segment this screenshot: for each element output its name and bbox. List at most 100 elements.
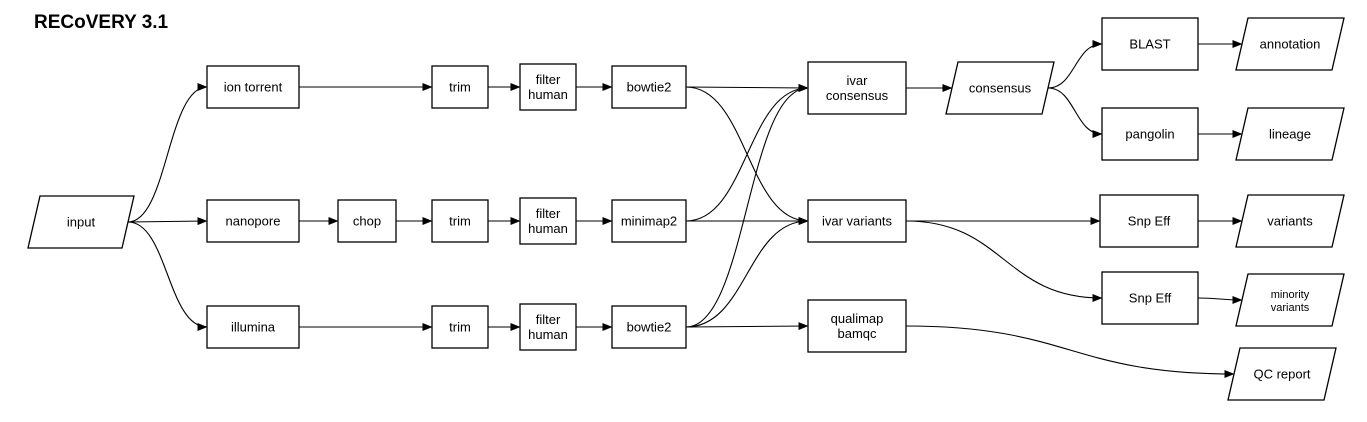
node-qc-report: QC report xyxy=(1227,347,1337,401)
node-label: human xyxy=(528,221,568,236)
node-label: minimap2 xyxy=(621,214,677,229)
diagram-title: RECoVERY 3.1 xyxy=(34,12,169,33)
node-shape xyxy=(1235,194,1345,248)
edge-input-to-nanopore xyxy=(127,217,208,226)
node-shape xyxy=(1235,273,1345,327)
node-trim-1: trim xyxy=(431,65,489,109)
node-label: ivar xyxy=(847,73,869,88)
node-nanopore: nanopore xyxy=(206,199,300,243)
edge-minimap2-to-ivar-consensus xyxy=(685,84,809,222)
node-shape xyxy=(431,305,489,349)
node-label: trim xyxy=(449,214,471,229)
node-shape xyxy=(431,199,489,243)
node-label: BLAST xyxy=(1129,37,1170,52)
node-label: human xyxy=(528,327,568,342)
node-label: filter xyxy=(536,72,561,87)
node-shape xyxy=(27,195,135,249)
node-variants: variants xyxy=(1235,194,1345,248)
edge-bowtie2-1-to-ivar-consensus xyxy=(685,83,809,92)
node-label: ivar variants xyxy=(822,214,893,229)
node-label: nanopore xyxy=(226,214,281,229)
node-label: illumina xyxy=(231,320,276,335)
node-shape xyxy=(1099,194,1199,248)
node-label: QC report xyxy=(1253,367,1310,382)
node-shape xyxy=(611,199,687,243)
node-label: filter xyxy=(536,312,561,327)
node-ivar-variants: ivar variants xyxy=(807,199,907,243)
node-shape xyxy=(337,199,397,243)
node-label: pangolin xyxy=(1125,127,1174,142)
node-label: chop xyxy=(353,214,381,229)
edge-input-to-illumina xyxy=(127,221,208,331)
node-label: bamqc xyxy=(837,326,877,341)
node-blast: BLAST xyxy=(1101,17,1199,71)
node-bowtie2-1: bowtie2 xyxy=(611,65,687,109)
edge-consensus-to-blast xyxy=(1047,40,1103,89)
node-label: Snp Eff xyxy=(1129,291,1172,306)
node-bowtie2-2: bowtie2 xyxy=(611,305,687,349)
node-shape xyxy=(807,199,907,243)
node-trim-3: trim xyxy=(431,305,489,349)
node-shape xyxy=(807,299,907,353)
node-trim-2: trim xyxy=(431,199,489,243)
node-label: Snp Eff xyxy=(1128,214,1171,229)
node-shape xyxy=(206,199,300,243)
node-pangolin: pangolin xyxy=(1101,107,1199,161)
node-label: ion torrent xyxy=(224,80,283,95)
node-illumina: illumina xyxy=(206,305,300,349)
node-shape xyxy=(519,197,577,245)
node-shape xyxy=(807,61,907,115)
node-shape xyxy=(611,65,687,109)
edge-bowtie2-2-to-ivar-consensus xyxy=(685,84,809,328)
node-label: variants xyxy=(1267,214,1313,229)
node-label: input xyxy=(67,215,96,230)
node-label: consensus xyxy=(826,88,889,103)
node-shape xyxy=(945,61,1055,115)
node-shape xyxy=(611,305,687,349)
node-lineage: lineage xyxy=(1235,107,1345,161)
node-snpeff-1: Snp Eff xyxy=(1099,194,1199,248)
node-label: trim xyxy=(449,80,471,95)
node-chop: chop xyxy=(337,199,397,243)
edge-bowtie2-2-to-ivar-variants xyxy=(685,217,809,328)
edge-qualimap-to-qc-report xyxy=(905,325,1235,378)
node-shape xyxy=(1235,17,1345,71)
node-label: filter xyxy=(536,206,561,221)
node-shape xyxy=(1227,347,1337,401)
node-label: qualimap xyxy=(831,311,884,326)
node-label: bowtie2 xyxy=(627,320,672,335)
node-shape xyxy=(1235,107,1345,161)
node-shape xyxy=(1101,271,1199,325)
node-label: bowtie2 xyxy=(627,80,672,95)
node-shape xyxy=(206,65,300,109)
node-label: annotation xyxy=(1260,37,1321,52)
node-input: input xyxy=(27,195,135,249)
node-snpeff-2: Snp Eff xyxy=(1101,271,1199,325)
edge-consensus-to-pangolin xyxy=(1047,87,1103,138)
node-shape xyxy=(206,305,300,349)
node-label: lineage xyxy=(1269,127,1311,142)
edge-snpeff-2-to-minority-variants xyxy=(1197,295,1243,304)
node-label: consensus xyxy=(969,81,1032,96)
node-ion-torrent: ion torrent xyxy=(206,65,300,109)
node-shape xyxy=(431,65,489,109)
node-shape xyxy=(1101,107,1199,161)
edge-input-to-ion-torrent xyxy=(127,83,208,223)
node-label: variants xyxy=(1271,302,1310,314)
node-label: human xyxy=(528,87,568,102)
node-shape xyxy=(1101,17,1199,71)
edge-ivar-variants-to-snpeff-2 xyxy=(905,220,1103,302)
node-label: trim xyxy=(449,320,471,335)
node-annotation: annotation xyxy=(1235,17,1345,71)
node-label: minority xyxy=(1271,289,1310,301)
node-consensus: consensus xyxy=(945,61,1055,115)
edge-bowtie2-2-to-qualimap xyxy=(685,322,809,331)
node-shape xyxy=(519,63,577,111)
